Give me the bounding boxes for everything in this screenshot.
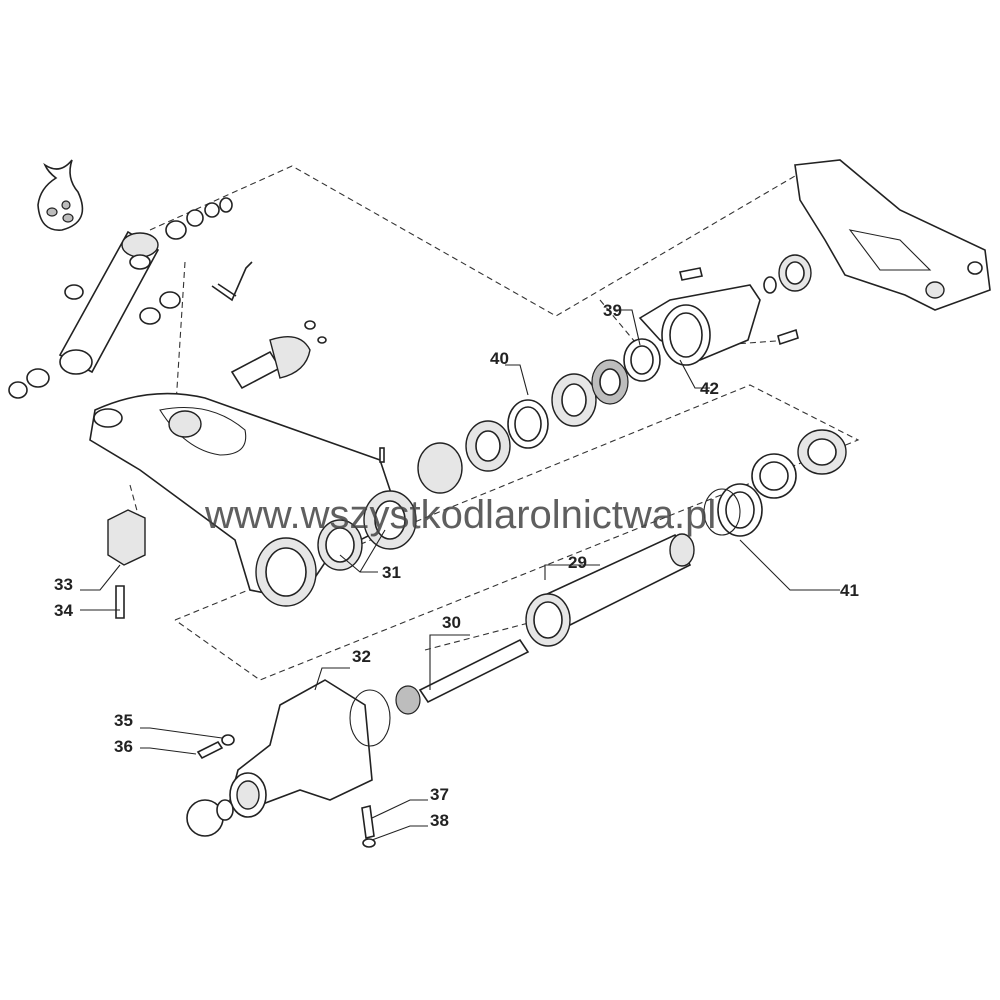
callout-31: 31 xyxy=(382,563,401,582)
axle-housing xyxy=(794,159,991,311)
callout-35: 35 xyxy=(114,711,133,730)
callout-39: 39 xyxy=(603,301,622,320)
callout-leaders xyxy=(80,309,840,841)
parts-bag-icon xyxy=(37,159,84,231)
callout-36: 36 xyxy=(114,737,133,756)
callout-30: 30 xyxy=(442,613,461,632)
callout-38: 38 xyxy=(430,811,449,830)
arm-bushings xyxy=(255,447,417,607)
callout-labels: 29 30 31 32 33 34 35 36 37 38 39 40 41 4… xyxy=(54,301,859,830)
pivot-pin xyxy=(230,320,327,390)
callout-41: 41 xyxy=(840,581,859,600)
hub-housing xyxy=(638,254,812,366)
callout-33: 33 xyxy=(54,575,73,594)
callout-42: 42 xyxy=(700,379,719,398)
watermark-text: www.wszystkodlarolnictwa.pl xyxy=(204,493,716,537)
hydraulic-cylinder xyxy=(8,197,253,399)
callout-40: 40 xyxy=(490,349,509,368)
spindle-housing xyxy=(186,679,391,837)
fasteners xyxy=(196,734,376,848)
callout-29: 29 xyxy=(568,553,587,572)
callout-37: 37 xyxy=(430,785,449,804)
bearing-stack xyxy=(417,338,661,494)
callout-34: 34 xyxy=(54,601,73,620)
callout-32: 32 xyxy=(352,647,371,666)
lower-rings xyxy=(703,429,847,537)
drive-shaft xyxy=(395,533,695,715)
bracket-block xyxy=(107,509,146,619)
